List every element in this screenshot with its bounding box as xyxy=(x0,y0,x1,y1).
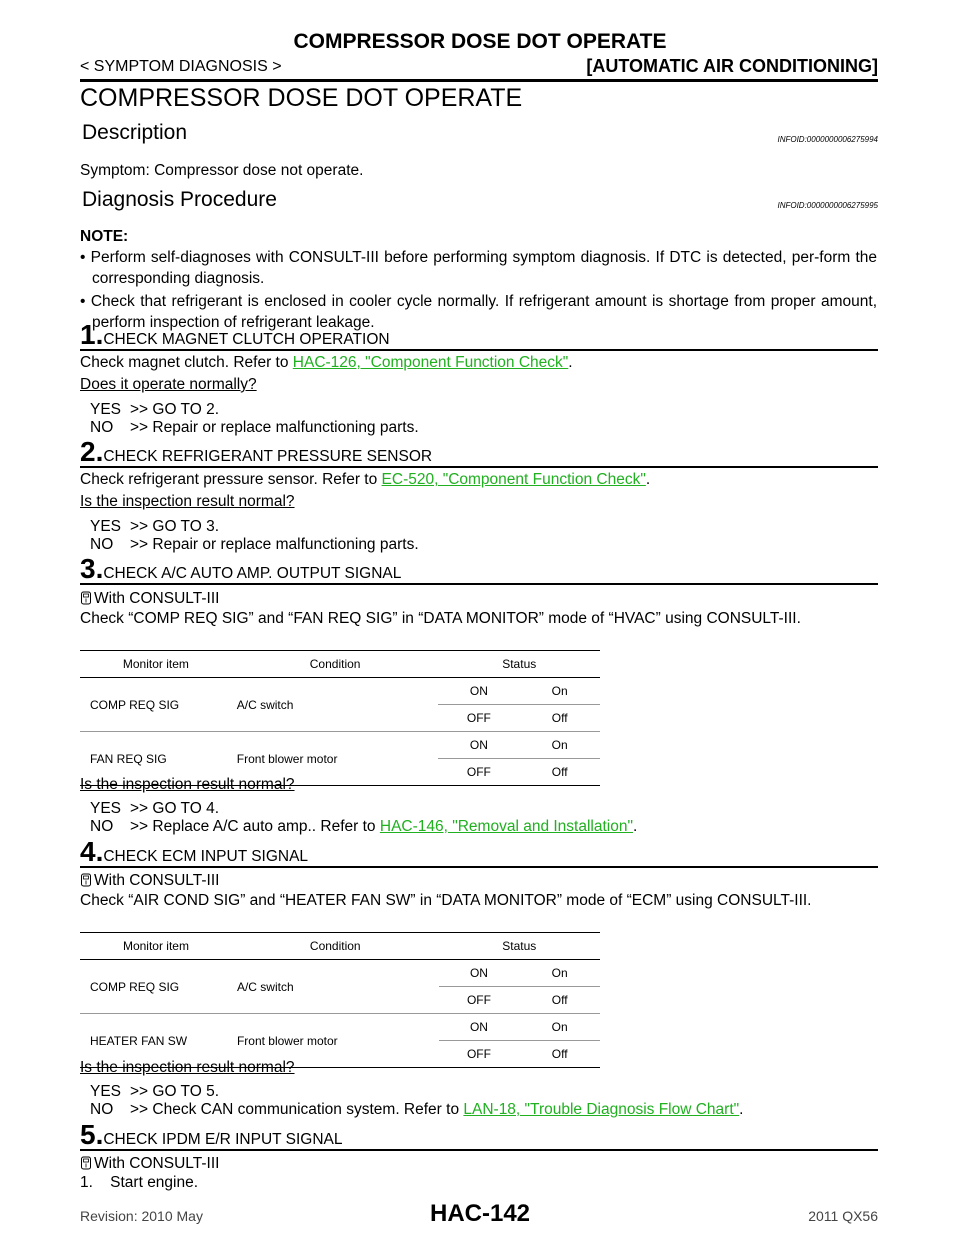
yes-answer: YES>> GO TO 4. xyxy=(90,800,220,817)
model-year: 2011 QX56 xyxy=(808,1208,878,1224)
description-infoid: INFOID:0000000006275994 xyxy=(777,135,878,144)
consult-line: With CONSULT-III xyxy=(80,590,219,608)
step-1-question: Does it operate normally? xyxy=(80,376,257,393)
no-answer: NO>> Repair or replace malfunctioning pa… xyxy=(90,419,419,436)
description-heading: Description xyxy=(82,121,188,144)
note-item: • Check that refrigerant is enclosed in … xyxy=(80,293,877,331)
yes-answer: YES>> GO TO 3. xyxy=(90,518,220,535)
reference-link[interactable]: HAC-126, "Component Function Check" xyxy=(292,354,569,371)
page-title: COMPRESSOR DOSE DOT OPERATE xyxy=(80,84,523,112)
breadcrumb: < SYMPTOM DIAGNOSIS > xyxy=(80,58,282,75)
step-2-question: Is the inspection result normal? xyxy=(80,493,295,510)
table-row: OFF Off xyxy=(80,1040,600,1068)
header-rule xyxy=(80,79,878,82)
no-answer: NO>> Replace A/C auto amp.. Refer to HAC… xyxy=(90,818,638,835)
step-4-heading: 4.CHECK ECM INPUT SIGNAL xyxy=(80,836,309,867)
no-answer: NO>> Check CAN communication system. Ref… xyxy=(90,1101,744,1118)
yes-answer: YES>> GO TO 2. xyxy=(90,401,220,418)
step-2-instruction: Check refrigerant pressure sensor. Refer… xyxy=(80,471,651,488)
table-row: OFF Off xyxy=(80,758,600,786)
data-monitor-table: Monitor item Condition Status COMP REQ S… xyxy=(80,650,600,786)
no-answer: NO>> Repair or replace malfunctioning pa… xyxy=(90,536,419,553)
table-row: COMP REQ SIG A/C switch ON On xyxy=(80,959,600,1014)
table-row: FAN REQ SIG Front blower motor ON On xyxy=(80,731,600,786)
step-3-heading: 3.CHECK A/C AUTO AMP. OUTPUT SIGNAL xyxy=(80,553,402,584)
reference-link[interactable]: EC-520, "Component Function Check" xyxy=(381,471,646,488)
page-number: HAC-142 xyxy=(429,1200,531,1227)
table-row: OFF Off xyxy=(80,986,600,1014)
table-row: COMP REQ SIG A/C switch ON On xyxy=(80,677,600,732)
table-header-row: Monitor item Condition Status xyxy=(80,650,600,678)
consult-tool-icon xyxy=(81,873,91,887)
diagnosis-heading: Diagnosis Procedure xyxy=(82,188,277,211)
step-4-instruction: Check “AIR COND SIG” and “HEATER FAN SW”… xyxy=(80,892,812,909)
reference-link[interactable]: LAN-18, "Trouble Diagnosis Flow Chart" xyxy=(463,1101,740,1118)
table-row: OFF Off xyxy=(80,704,600,732)
section-label: [AUTOMATIC AIR CONDITIONING] xyxy=(586,56,878,76)
revision-date: Revision: 2010 May xyxy=(80,1208,203,1224)
step-rule xyxy=(80,466,878,468)
step-rule xyxy=(80,866,878,868)
step-rule xyxy=(80,1149,878,1151)
consult-line: With CONSULT-III xyxy=(80,1155,219,1173)
note-label: NOTE: xyxy=(80,228,129,245)
step-3-question: Is the inspection result normal? xyxy=(80,776,295,793)
step-rule xyxy=(80,349,878,351)
consult-tool-icon xyxy=(81,1156,91,1170)
step-2-heading: 2.CHECK REFRIGERANT PRESSURE SENSOR xyxy=(80,436,433,467)
data-monitor-table: Monitor item Condition Status COMP REQ S… xyxy=(80,932,600,1068)
step-5-item: 1. Start engine. xyxy=(80,1174,199,1191)
reference-link[interactable]: HAC-146, "Removal and Installation" xyxy=(379,818,633,835)
step-1-heading: 1.CHECK MAGNET CLUTCH OPERATION xyxy=(80,319,390,350)
running-title: COMPRESSOR DOSE DOT OPERATE xyxy=(293,30,667,53)
step-5-heading: 5.CHECK IPDM E/R INPUT SIGNAL xyxy=(80,1119,343,1150)
consult-line: With CONSULT-III xyxy=(80,872,219,890)
table-row: HEATER FAN SW Front blower motor ON On xyxy=(80,1013,600,1068)
description-text: Symptom: Compressor dose not operate. xyxy=(80,162,364,179)
step-1-instruction: Check magnet clutch. Refer to HAC-126, "… xyxy=(80,354,573,371)
yes-answer: YES>> GO TO 5. xyxy=(90,1083,220,1100)
note-item: • Perform self-diagnoses with CONSULT-II… xyxy=(80,249,877,287)
step-3-instruction: Check “COMP REQ SIG” and “FAN REQ SIG” i… xyxy=(80,610,801,627)
consult-tool-icon xyxy=(81,591,91,605)
step-rule xyxy=(80,583,878,585)
step-4-question: Is the inspection result normal? xyxy=(80,1059,295,1076)
table-header-row: Monitor item Condition Status xyxy=(80,932,600,960)
diagnosis-infoid: INFOID:0000000006275995 xyxy=(777,201,878,210)
